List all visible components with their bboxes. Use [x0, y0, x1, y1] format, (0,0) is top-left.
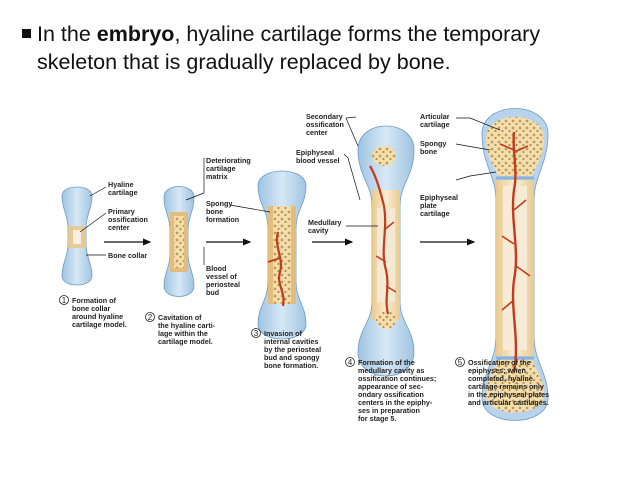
label-line: Epiphyseal	[420, 193, 458, 202]
label-line: Spongy	[420, 139, 446, 148]
caption-line: cartilage model.	[158, 337, 213, 346]
label-line: Articular	[420, 112, 450, 121]
label-line: cavity	[308, 226, 328, 235]
bone-stage-3	[257, 170, 307, 340]
caption-line: the hyaline carti-	[158, 321, 216, 330]
label-line: Secondary	[306, 112, 343, 121]
label-primary-ossification-center: Primary ossification center	[108, 207, 148, 232]
bullet-square-icon	[22, 29, 31, 38]
label-epiphyseal-plate-cartilage: Epiphyseal plate cartilage	[420, 193, 458, 218]
label-line: plate	[420, 201, 437, 210]
step-number: 4	[348, 358, 353, 367]
step-caption-2: 2 Cavitation of the hyaline carti- lage …	[145, 312, 216, 346]
label-hyaline-cartilage: Hyaline cartilage	[108, 180, 138, 197]
bone-stage-2	[163, 186, 195, 297]
step-number-circle-icon	[455, 357, 465, 367]
label-deteriorating-cartilage-matrix: Deteriorating cartilage matrix	[206, 156, 251, 181]
step-caption-1: 1 Formation of bone collar around hyalin…	[59, 295, 127, 329]
label-spongy-bone-formation: Spongy bone formation	[206, 199, 239, 224]
caption-line: for stage 5.	[358, 414, 396, 423]
label-line: periosteal	[206, 280, 240, 289]
label-line: cartilage	[206, 164, 236, 173]
caption-line: Ossification of the	[468, 358, 531, 367]
label-secondary-ossification-center: Secondary ossificaton center	[306, 112, 344, 137]
caption-line: medullary cavity as	[358, 366, 424, 375]
label-line: cartilage	[108, 188, 138, 197]
caption-line: ondary ossification	[358, 390, 424, 399]
label-line: Epiphyseal	[296, 148, 334, 157]
step-number: 3	[254, 329, 259, 338]
caption-line: around hyaline	[72, 312, 123, 321]
label-line: bone	[420, 147, 437, 156]
step-number: 1	[62, 296, 67, 305]
label-line: ossification	[108, 215, 148, 224]
caption-line: Formation of the	[358, 358, 415, 367]
label-line: vessel of	[206, 272, 237, 281]
caption-line: ossification continues;	[358, 374, 436, 383]
caption-line: bone formation.	[264, 361, 318, 370]
step-number: 5	[458, 358, 463, 367]
caption-line: Cavitation of	[158, 313, 202, 322]
bone-stage-1	[61, 186, 93, 286]
label-blood-vessel-periosteal-bud: Blood vessel of periosteal bud	[206, 264, 240, 297]
label-spongy-bone: Spongy bone	[420, 139, 446, 156]
label-line: Medullary	[308, 218, 342, 227]
caption-line: cartilage model.	[72, 320, 127, 329]
bullet-text-before: In the	[37, 22, 97, 46]
label-line: center	[108, 223, 130, 232]
label-line: cartilage	[420, 120, 450, 129]
caption-line: by the periosteal	[264, 345, 321, 354]
caption-line: internal cavities	[264, 337, 318, 346]
caption-line: cartilage remains only	[468, 382, 544, 391]
label-line: bone	[206, 207, 223, 216]
caption-line: centers in the epiphy-	[358, 398, 433, 407]
label-line: ossificaton	[306, 120, 344, 129]
step-number-circle-icon	[59, 295, 69, 305]
caption-line: bud and spongy	[264, 353, 320, 362]
step-number: 2	[148, 313, 153, 322]
step-caption-3: 3 Invasion of internal cavities by the p…	[251, 328, 321, 370]
label-articular-cartilage: Articular cartilage	[420, 112, 450, 129]
step-number-circle-icon	[345, 357, 355, 367]
label-line: center	[306, 128, 328, 137]
bullet-line-1: In the embryo, hyaline cartilage forms t…	[37, 20, 540, 48]
label-line: cartilage	[420, 209, 450, 218]
bone-stage-5	[481, 108, 549, 421]
label-line: formation	[206, 215, 239, 224]
label-epiphyseal-blood-vessel: Epiphyseal blood vessel	[296, 148, 340, 165]
caption-line: and articular cartilages.	[468, 398, 549, 407]
label-line: Blood	[206, 264, 226, 273]
bullet-line-2: skeleton that is gradually replaced by b…	[37, 50, 451, 74]
caption-line: Invasion of	[264, 329, 303, 338]
label-line: blood vessel	[296, 156, 340, 165]
bullet-text-bold: embryo	[96, 22, 175, 46]
label-line: bud	[206, 288, 219, 297]
label-line: matrix	[206, 172, 228, 181]
step-number-circle-icon	[251, 328, 261, 338]
label-medullary-cavity: Medullary cavity	[308, 218, 342, 235]
step-caption-4: 4 Formation of the medullary cavity as o…	[345, 357, 436, 423]
step-number-circle-icon	[145, 312, 155, 322]
leader-lines	[79, 116, 501, 265]
caption-line: lage within the	[158, 329, 208, 338]
label-line: Bone collar	[108, 251, 147, 260]
label-line: Deteriorating	[206, 156, 251, 165]
label-bone-collar: Bone collar	[108, 251, 147, 260]
caption-line: completed, hyaline	[468, 374, 533, 383]
bullet-text-after: , hyaline cartilage forms the temporary	[174, 22, 541, 46]
label-line: Hyaline	[108, 180, 134, 189]
caption-line: bone collar	[72, 304, 111, 313]
caption-line: in the epiphyseal plates	[468, 390, 549, 399]
step-caption-5: 5 Ossification of the epiphyses; when co…	[455, 357, 549, 407]
bone-stage-4	[357, 125, 415, 377]
caption-line: appearance of sec-	[358, 382, 424, 391]
caption-line: Formation of	[72, 296, 117, 305]
caption-line: ses in preparation	[358, 406, 420, 415]
label-line: Spongy	[206, 199, 232, 208]
label-line: Primary	[108, 207, 135, 216]
caption-line: epiphyses; when	[468, 366, 526, 375]
